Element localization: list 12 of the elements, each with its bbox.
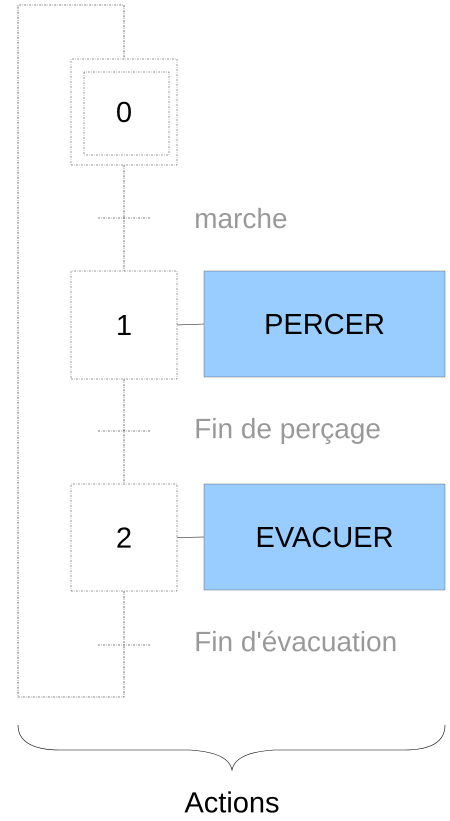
action-box: EVACUER	[204, 484, 446, 590]
brace-label: Actions	[184, 791, 278, 813]
connector-line	[176, 324, 204, 326]
step-box: 1	[70, 270, 178, 380]
step-box: 2	[70, 484, 178, 592]
action-box: PERCER	[204, 270, 446, 378]
transition-label: Fin de perçage	[193, 416, 382, 446]
connector-line	[176, 536, 204, 538]
initial-step-box: 0	[70, 58, 178, 166]
transition-label: Fin d'évacuation	[193, 630, 398, 652]
loop-back-line	[18, 4, 124, 698]
transition-label: marche	[193, 206, 289, 230]
